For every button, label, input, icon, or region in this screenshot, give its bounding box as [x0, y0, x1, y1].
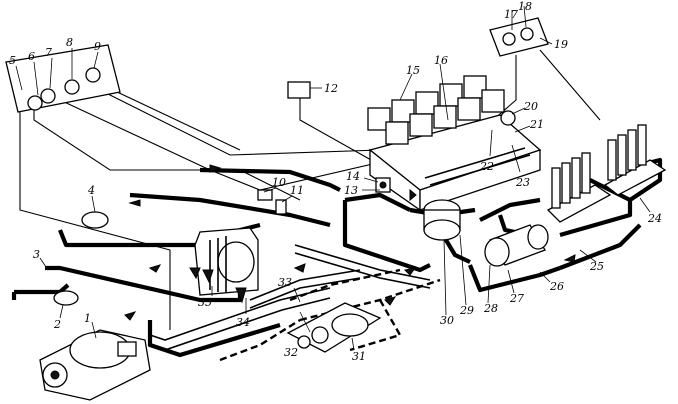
callout-33: 33: [278, 276, 292, 289]
callout-21: 21: [529, 118, 544, 131]
engine-block: [367, 75, 542, 212]
sensor-4: [81, 211, 109, 229]
callout-32: 32: [284, 346, 298, 359]
callout-22: 22: [479, 160, 494, 173]
callout-12: 12: [324, 82, 338, 95]
callout-31: 31: [352, 350, 366, 363]
callout-6: 6: [28, 50, 35, 63]
callout-10: 10: [272, 176, 286, 189]
callout-27: 27: [509, 292, 524, 305]
callout-3: 3: [33, 248, 40, 261]
leader-lines: [15, 5, 651, 351]
callout-25: 25: [589, 260, 604, 273]
callout-26: 26: [549, 280, 564, 293]
filter-2: [53, 290, 79, 306]
gauge-signal-lines: [19, 49, 601, 330]
pump-unit-1: [39, 329, 151, 401]
device-box-12: [287, 81, 311, 99]
callout-13: 13: [344, 184, 358, 197]
callout-30: 30: [440, 314, 454, 327]
callout-35: 35: [198, 296, 212, 309]
callout-24: 24: [647, 212, 662, 225]
callout-28: 28: [483, 302, 498, 315]
filter-14: [375, 177, 391, 193]
callout-18: 18: [518, 0, 532, 13]
valve-11: [275, 199, 287, 215]
gauge-panel-right: [489, 17, 549, 57]
tank-35: [189, 227, 259, 304]
callout-labels: 1 2 3 4 5 6 7 8 9 10 11 12 13 14 15 16 1…: [9, 0, 662, 363]
callout-17: 17: [504, 8, 518, 21]
callout-7: 7: [45, 46, 52, 59]
fuel-lines-double: [149, 244, 431, 351]
pump-31: [286, 302, 382, 353]
callout-14: 14: [346, 170, 360, 183]
valve-10: [257, 189, 273, 201]
callout-4: 4: [87, 184, 95, 197]
callout-5: 5: [9, 54, 16, 67]
callout-16: 16: [434, 54, 448, 67]
gauge-panel-left: [5, 44, 121, 113]
callout-20: 20: [523, 100, 538, 113]
callout-8: 8: [66, 36, 73, 49]
callout-19: 19: [554, 38, 568, 51]
bottle-rack-left: [546, 152, 612, 223]
callout-29: 29: [459, 304, 474, 317]
bottle-rack-right: [603, 124, 667, 196]
callout-34: 34: [236, 316, 250, 329]
callout-2: 2: [53, 318, 61, 331]
callout-11: 11: [290, 184, 304, 197]
flow-arrows: [124, 164, 576, 321]
tank-28: [484, 224, 549, 267]
callout-23: 23: [515, 176, 530, 189]
callout-1: 1: [84, 312, 91, 325]
callout-9: 9: [94, 40, 101, 53]
callout-15: 15: [406, 64, 420, 77]
separator-30: [423, 199, 461, 241]
